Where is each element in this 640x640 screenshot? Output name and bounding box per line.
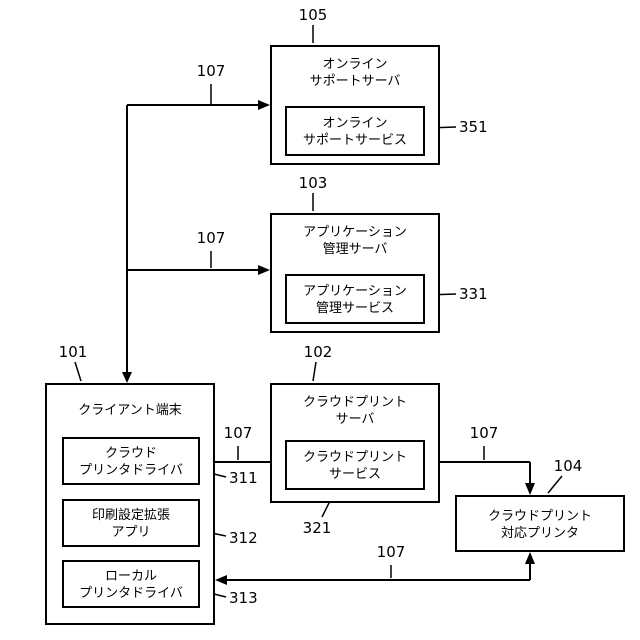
ref-107-top: 107 (196, 62, 226, 80)
ref-331: 331 (459, 285, 488, 303)
local-printer-driver-line2: プリンタドライバ (79, 585, 183, 600)
app-management-service-line2: 管理サービス (315, 300, 394, 315)
online-support-service-line1: オンライン (322, 115, 388, 130)
ref-321: 321 (302, 519, 332, 537)
cloud-print-server-title: クラウドプリント サーバ (272, 393, 438, 427)
app-management-server-title-line2: 管理サーバ (322, 241, 388, 256)
box-cloud-print-service: クラウドプリント サービス (285, 440, 425, 490)
ref-107-bottom-link: 107 (376, 543, 406, 561)
client-terminal-title: クライアント端末 (47, 401, 213, 418)
box-print-setting-ext-app: 印刷設定拡張 アプリ (62, 499, 200, 547)
cloud-print-service-line1: クラウドプリント (302, 449, 407, 464)
connector-cloud-service-to-printer (425, 457, 535, 495)
box-cloud-printer-driver: クラウド プリンタドライバ (62, 437, 200, 485)
ref-313: 313 (229, 589, 258, 607)
connector-client-to-servers (122, 100, 270, 383)
cloud-print-server-title-line2: サーバ (335, 411, 375, 426)
app-management-server-title: アプリケーション 管理サーバ (272, 223, 438, 257)
print-setting-ext-app-line2: アプリ (111, 524, 151, 539)
online-support-server-title-line1: オンライン (322, 56, 388, 71)
ref-103: 103 (298, 174, 328, 192)
ref-311: 311 (229, 469, 258, 487)
app-management-server-title-line1: アプリケーション (303, 224, 407, 239)
box-app-management-service: アプリケーション 管理サービス (285, 274, 425, 324)
print-setting-ext-app-line1: 印刷設定拡張 (91, 507, 170, 522)
local-printer-driver-line1: ローカル (104, 568, 157, 583)
online-support-service-line2: サポートサービス (302, 132, 407, 147)
cloud-print-server-title-line1: クラウドプリント (302, 394, 407, 409)
ref-107-printer-link: 107 (469, 424, 499, 442)
cloud-printer-driver-line1: クラウド (104, 445, 157, 460)
ref-107-driver-link: 107 (223, 424, 253, 442)
ref-104: 104 (553, 457, 583, 475)
cloud-print-printer-line1: クラウドプリント (487, 507, 592, 523)
ref-107-middle: 107 (196, 229, 226, 247)
leader-104 (547, 475, 563, 494)
ref-105: 105 (298, 6, 328, 24)
online-support-server-title: オンライン サポートサーバ (272, 55, 438, 89)
client-terminal-title-text: クライアント端末 (78, 402, 182, 417)
leader-102 (312, 361, 317, 382)
leader-101 (74, 361, 82, 382)
cloud-printer-driver-line2: プリンタドライバ (79, 462, 183, 477)
ref-312: 312 (229, 529, 258, 547)
cloud-print-service-line2: サービス (328, 466, 381, 481)
box-local-printer-driver: ローカル プリンタドライバ (62, 560, 200, 608)
app-management-service-line1: アプリケーション (303, 283, 407, 298)
box-online-support-service: オンライン サポートサービス (285, 106, 425, 156)
box-cloud-print-printer: クラウドプリント 対応プリンタ (455, 495, 625, 552)
online-support-server-title-line2: サポートサーバ (309, 73, 401, 88)
ref-351: 351 (459, 118, 488, 136)
connector-client-to-printer (215, 552, 535, 585)
cloud-print-printer-line2: 対応プリンタ (500, 524, 579, 540)
ref-101: 101 (58, 343, 88, 361)
ref-102: 102 (303, 343, 333, 361)
